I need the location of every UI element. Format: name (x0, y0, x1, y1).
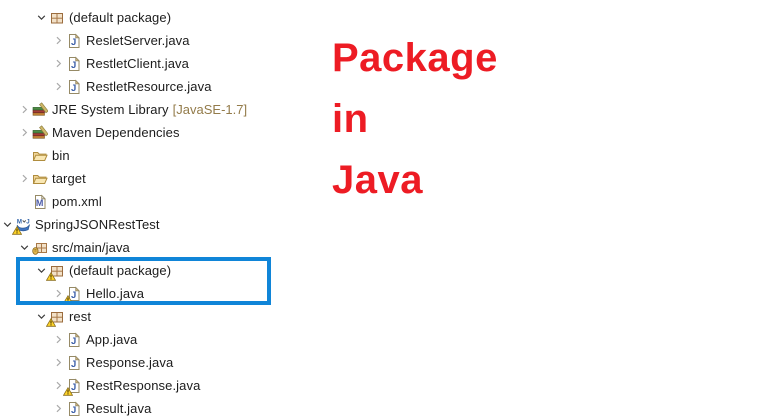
row-label: Response.java (86, 355, 174, 370)
svg-text:J: J (71, 37, 76, 48)
svg-text:J: J (71, 336, 76, 347)
warning-overlay-icon (46, 271, 56, 281)
chevron-collapsed-icon[interactable] (19, 173, 30, 185)
java-file-icon: J (63, 378, 82, 396)
svg-text:J: J (71, 405, 76, 416)
tree-row-jre-system-library[interactable]: JRE System Library [JavaSE-1.7] (0, 98, 776, 121)
row-label: rest (69, 309, 92, 324)
row-label: JRE System Library (52, 102, 169, 117)
svg-text:J: J (71, 382, 76, 393)
chevron-expanded-icon[interactable] (2, 219, 13, 231)
tree-row-result-java[interactable]: J Result.java (0, 397, 776, 420)
warning-overlay-icon (12, 225, 22, 235)
chevron-placeholder (19, 150, 30, 162)
row-label: ResletServer.java (86, 33, 190, 48)
package-icon (46, 309, 65, 327)
tree-row-app-java[interactable]: J App.java (0, 328, 776, 351)
java-file-icon: J (66, 33, 82, 49)
annotation-line: Package (332, 36, 498, 80)
chevron-collapsed-icon[interactable] (53, 288, 64, 300)
tree-row-restletclient-java[interactable]: J RestletClient.java (0, 52, 776, 75)
pom-file-icon: M (32, 194, 48, 210)
chevron-collapsed-icon[interactable] (53, 81, 64, 93)
tree-row-target[interactable]: target (0, 167, 776, 190)
row-label: src/main/java (52, 240, 130, 255)
svg-text:M: M (17, 218, 22, 225)
warning-overlay-icon (63, 386, 73, 396)
row-label: Maven Dependencies (52, 125, 180, 140)
tree-row-rest[interactable]: rest (0, 305, 776, 328)
tree-row-resletserver-java[interactable]: J ResletServer.java (0, 29, 776, 52)
java-file-icon: J (66, 401, 82, 417)
row-label: (default package) (69, 10, 172, 25)
chevron-placeholder (19, 196, 30, 208)
warning-overlay-icon (63, 294, 73, 304)
chevron-collapsed-icon[interactable] (53, 58, 64, 70)
row-label: SpringJSONRestTest (35, 217, 160, 232)
chevron-collapsed-icon[interactable] (53, 380, 64, 392)
row-label: (default package) (69, 263, 172, 278)
chevron-expanded-icon[interactable] (36, 311, 47, 323)
chevron-collapsed-icon[interactable] (53, 403, 64, 415)
svg-text:M: M (36, 198, 44, 208)
tree-row-restletresource-java[interactable]: J RestletResource.java (0, 75, 776, 98)
chevron-expanded-icon[interactable] (36, 265, 47, 277)
svg-text:J: J (71, 359, 76, 370)
svg-text:J: J (71, 290, 76, 301)
warning-overlay-icon (46, 317, 56, 327)
row-label: RestletClient.java (86, 56, 189, 71)
row-label: Hello.java (86, 286, 145, 301)
tree-row-pom-xml[interactable]: M pom.xml (0, 190, 776, 213)
tree-row-default-package[interactable]: (default package) (0, 6, 776, 29)
java-file-icon: J (63, 286, 82, 304)
row-label: bin (52, 148, 70, 163)
java-file-icon: J (66, 79, 82, 95)
folder-icon (32, 171, 48, 187)
chevron-collapsed-icon[interactable] (19, 127, 30, 139)
chevron-expanded-icon[interactable] (19, 242, 30, 254)
library-icon (32, 101, 48, 118)
java-file-icon: J (66, 56, 82, 72)
row-label: RestletResource.java (86, 79, 212, 94)
library-icon (32, 124, 48, 141)
row-label: target (52, 171, 86, 186)
java-file-icon: J (66, 332, 82, 348)
row-label: Result.java (86, 401, 152, 416)
chevron-collapsed-icon[interactable] (53, 357, 64, 369)
tree-row-hello-java[interactable]: J Hello.java (0, 282, 776, 305)
tree-row-bin[interactable]: bin (0, 144, 776, 167)
tree-row-restresponse-java[interactable]: J RestResponse.java (0, 374, 776, 397)
java-file-icon: J (66, 355, 82, 371)
annotation-line: in (332, 97, 369, 141)
row-label: RestResponse.java (86, 378, 201, 393)
chevron-collapsed-icon[interactable] (53, 35, 64, 47)
annotation-line: Java (332, 158, 423, 202)
svg-text:J: J (71, 60, 76, 71)
row-label: App.java (86, 332, 138, 347)
chevron-collapsed-icon[interactable] (19, 104, 30, 116)
chevron-collapsed-icon[interactable] (53, 334, 64, 346)
package-icon (46, 263, 65, 281)
folder-icon (32, 148, 48, 164)
src-folder-icon (32, 240, 48, 256)
tree-row-maven-dependencies[interactable]: Maven Dependencies (0, 121, 776, 144)
row-label-suffix: [JavaSE-1.7] (172, 102, 248, 117)
tree-row-src-main-java[interactable]: src/main/java (0, 236, 776, 259)
svg-text:J: J (71, 83, 76, 94)
svg-text:J: J (26, 218, 29, 225)
package-icon (49, 10, 65, 26)
chevron-expanded-icon[interactable] (36, 12, 47, 24)
tree-row-default-package[interactable]: (default package) (0, 259, 776, 282)
tree-row-response-java[interactable]: J Response.java (0, 351, 776, 374)
row-label: pom.xml (52, 194, 102, 209)
